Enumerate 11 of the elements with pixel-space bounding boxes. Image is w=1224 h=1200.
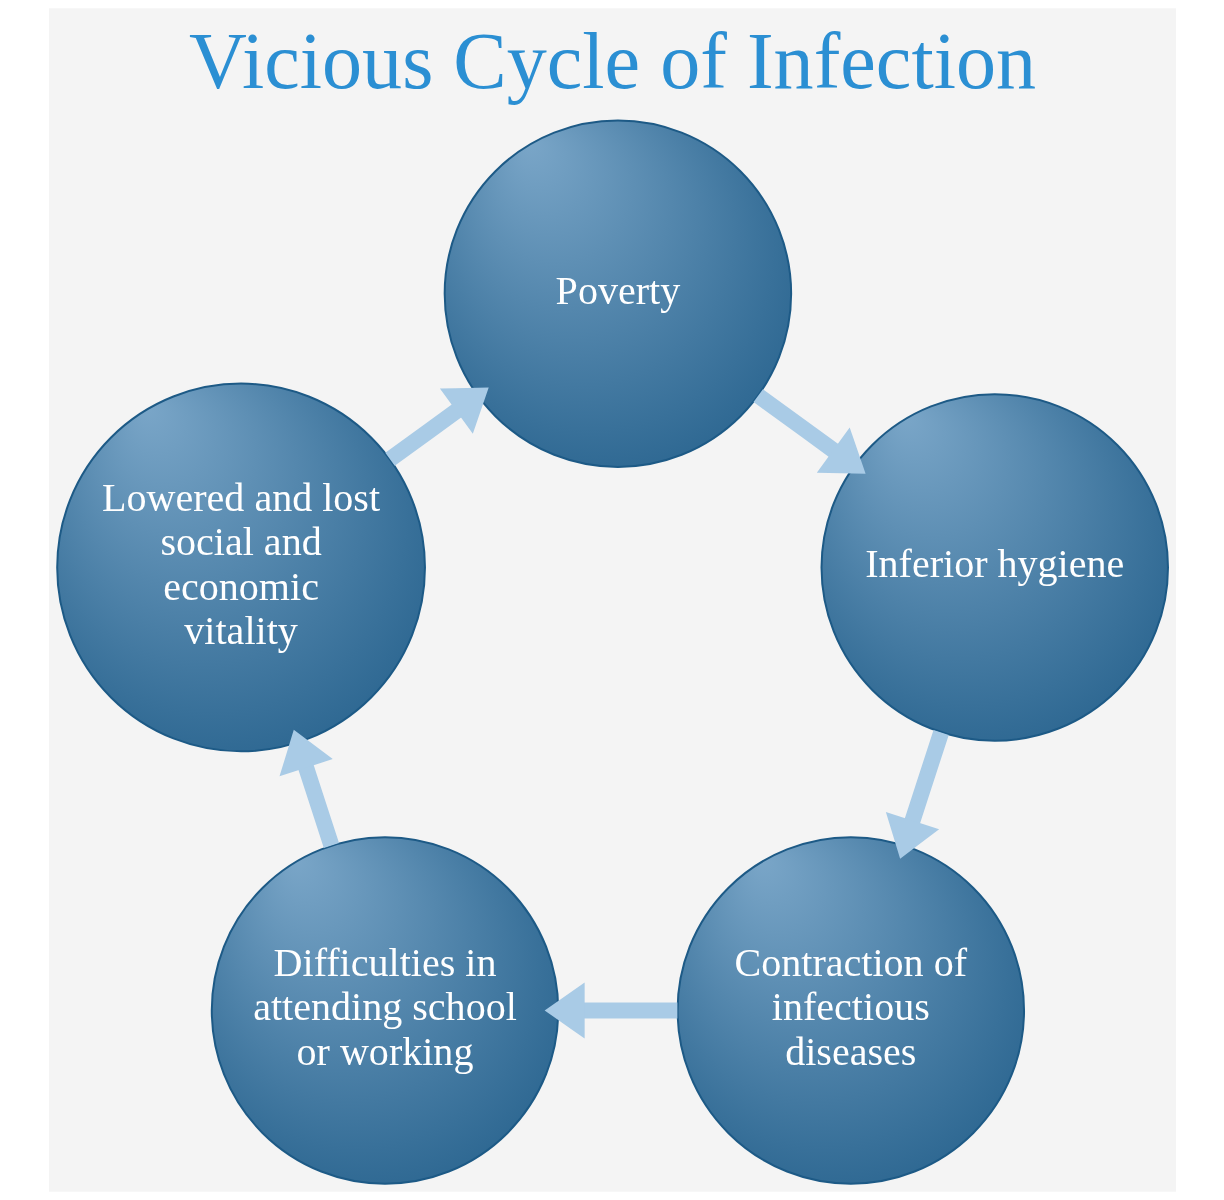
node-circle: Lowered and lost social and economic vitality	[55, 382, 426, 753]
diagram-title: Vicious Cycle of Infection	[188, 17, 1036, 106]
node-circle: Inferior hygiene	[820, 393, 1169, 742]
arrow	[885, 729, 949, 859]
node-circle: Difficulties in attending school or working	[210, 836, 559, 1185]
node-circle: Contraction of infectious diseases	[676, 836, 1025, 1185]
arrow	[753, 389, 866, 474]
node-circle: Poverty	[443, 119, 792, 468]
arrow	[384, 387, 489, 466]
arrow	[544, 982, 677, 1039]
arrow	[279, 729, 339, 848]
